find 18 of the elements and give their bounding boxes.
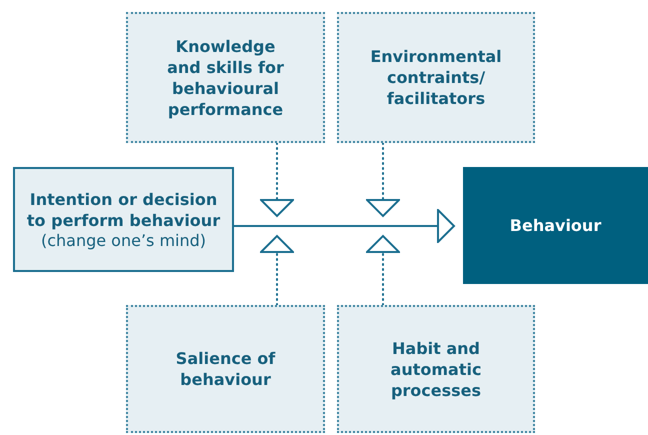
factor-box [126, 12, 325, 143]
factor-box [126, 305, 325, 433]
factor-box [337, 305, 535, 433]
node-label: Environmental contraints/ facilitators [369, 46, 503, 109]
node-label: Intention or decision to perform behaviour [26, 188, 222, 230]
node-label: Habit and automatic processes [390, 338, 482, 400]
node-label: Salience of behaviour [174, 348, 276, 390]
arrow [234, 209, 455, 243]
intention-box [13, 167, 234, 272]
dotted-arrow [366, 235, 400, 306]
dotted-arrow [260, 142, 294, 217]
node-note: (change one’s mind) [40, 230, 206, 250]
dotted-arrow [260, 235, 294, 306]
node-label: Knowledge and skills for behavioural performance [166, 36, 285, 120]
node-label: Behaviour [510, 215, 602, 236]
dotted-arrow [366, 142, 400, 217]
behaviour-box [463, 167, 648, 284]
factor-box [337, 12, 535, 143]
